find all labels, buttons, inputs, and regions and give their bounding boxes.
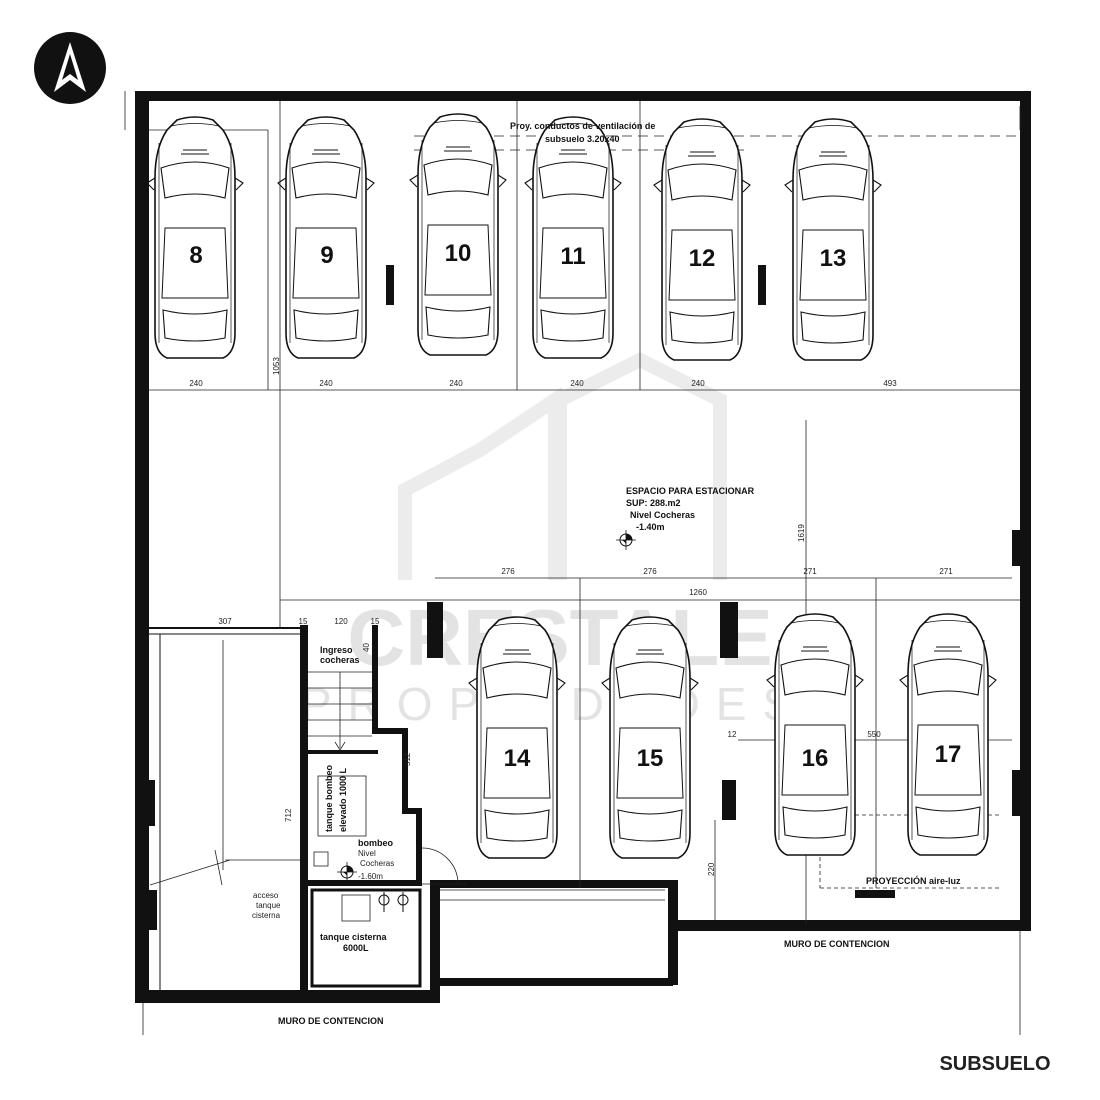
parking-space-note: SUP: 288.m2 [626, 498, 681, 508]
ventilation-note: Proy. conductos de ventilación de [510, 121, 655, 131]
ventilation-note: subsuelo 3.20x40 [545, 134, 620, 144]
slot-number: 13 [820, 245, 847, 272]
slot-numbers: 8 9 10 11 12 13 14 15 16 17 [189, 240, 961, 772]
north-arrow-icon [34, 32, 106, 104]
dim-label: 493 [883, 379, 897, 388]
dim-label: 12 [728, 730, 737, 739]
annotations: Proy. conductos de ventilación de subsue… [252, 121, 961, 1026]
level-marker-icon [616, 530, 636, 550]
bombeo-label: bombeo [358, 838, 394, 848]
slot-number: 17 [935, 741, 962, 768]
dim-label: 712 [284, 808, 293, 822]
dim-label: 120 [334, 617, 348, 626]
access-label: acceso [253, 891, 279, 900]
level-label: Cocheras [360, 859, 394, 868]
car-icon [409, 113, 507, 356]
dim-label: 240 [319, 379, 333, 388]
dim-label: 271 [803, 567, 817, 576]
dimensions: 240 240 240 240 240 493 1053 1619 276 27… [189, 357, 953, 876]
access-label: cisterna [252, 911, 281, 920]
car-icon [146, 116, 244, 359]
retaining-wall-label: MURO DE CONTENCION [784, 939, 890, 949]
ingreso-label: cocheras [320, 655, 360, 665]
parking-space-note: Nivel Cocheras [630, 510, 695, 520]
dim-label: 240 [449, 379, 463, 388]
dim-label: 1260 [689, 588, 707, 597]
watermark-brand: CRESTALE [347, 593, 772, 682]
slot-number: 8 [189, 242, 202, 269]
dim-label: 240 [691, 379, 705, 388]
dim-label: 307 [218, 617, 232, 626]
dim-label: 15 [299, 617, 308, 626]
plan-title: SUBSUELO [939, 1053, 1050, 1075]
parking-space-note: -1.40m [636, 522, 665, 532]
dim-label: 15 [371, 617, 380, 626]
slot-number: 9 [320, 242, 333, 269]
car-icon [468, 616, 566, 859]
level-marker-icon [337, 862, 357, 882]
dim-label: 276 [643, 567, 657, 576]
cistern-label: tanque cisterna [320, 932, 388, 942]
tank-label: tanque bombeo [324, 764, 334, 832]
car-icon [524, 116, 622, 359]
dim-label: 220 [707, 862, 716, 876]
walls [135, 91, 1031, 1003]
slot-number: 15 [637, 745, 664, 772]
dim-label: 1053 [272, 357, 281, 375]
dim-label: 550 [867, 730, 881, 739]
ingreso-label: Ingreso [320, 645, 353, 655]
parking-space-note: ESPACIO PARA ESTACIONAR [626, 486, 755, 496]
slot-number: 11 [560, 243, 585, 270]
parking-row-top [146, 113, 882, 361]
dim-label: 271 [939, 567, 953, 576]
car-icon [766, 613, 864, 856]
access-label: tanque [256, 901, 281, 910]
cistern-label: 6000L [343, 943, 369, 953]
level-label: -1.60m [358, 872, 383, 881]
dim-label: 1619 [797, 524, 806, 542]
car-icon [653, 118, 751, 361]
dim-label: 240 [570, 379, 584, 388]
car-icon [784, 118, 882, 361]
slot-number: 10 [445, 240, 472, 267]
car-icon [277, 116, 375, 359]
dim-label: 276 [501, 567, 515, 576]
car-icon [899, 613, 997, 856]
dim-label: 240 [189, 379, 203, 388]
slot-number: 12 [689, 245, 716, 272]
retaining-wall-label: MURO DE CONTENCION [278, 1016, 384, 1026]
car-icon [601, 616, 699, 859]
level-label: Nivel [358, 849, 376, 858]
dim-label: 512 [403, 752, 412, 766]
slot-number: 14 [504, 745, 531, 772]
projection-label: PROYECCIÓN aire-luz [866, 875, 961, 886]
dim-label: 40 [362, 643, 371, 652]
slot-number: 16 [802, 745, 829, 772]
tank-label: elevado 1000 L [338, 767, 348, 832]
valve-icon [378, 892, 409, 912]
